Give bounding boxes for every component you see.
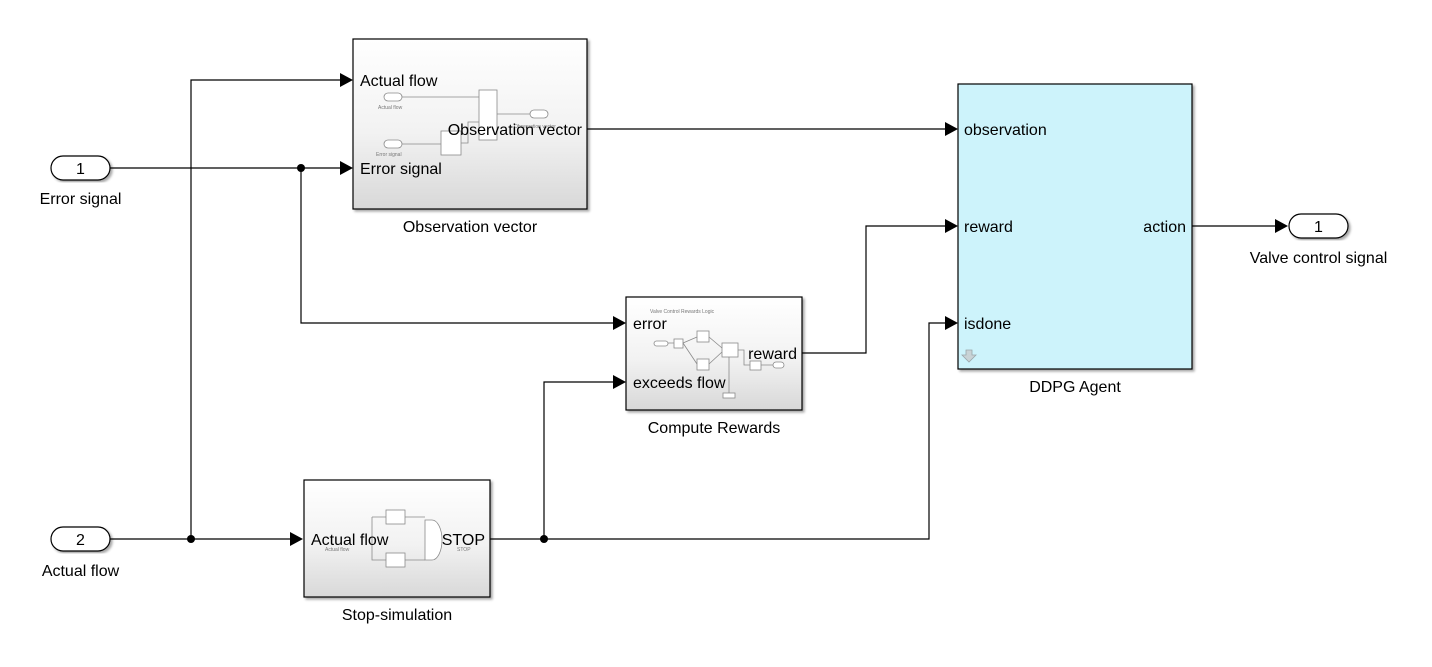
arrowhead-icon: [945, 219, 958, 233]
port-label-actual-flow: Actual flow: [311, 532, 389, 549]
block-name[interactable]: Compute Rewards: [648, 420, 781, 437]
port-label-reward: reward: [964, 219, 1013, 236]
mini-label: Valve Control Rewards Logic: [650, 309, 715, 315]
mini-inport-icon: [383, 139, 403, 149]
mini-block-icon: [722, 392, 736, 399]
block-name[interactable]: Observation vector: [403, 219, 538, 236]
arrowhead-icon: [945, 122, 958, 136]
mini-block-icon: [385, 552, 406, 568]
arrowhead-icon: [340, 73, 353, 87]
inport-shape[interactable]: [50, 155, 111, 181]
outport-label: Valve control signal: [1250, 250, 1388, 267]
arrowhead-icon: [290, 532, 303, 546]
subsystem-preview: Actual flow STOP: [325, 509, 471, 568]
arrowhead-icon: [613, 375, 626, 389]
mini-label: Observation vector: [514, 124, 556, 130]
port-label-error-signal: Error signal: [360, 161, 442, 178]
mini-wires: [668, 336, 773, 393]
branch-point: [297, 164, 305, 172]
arrowhead-icon: [1275, 219, 1288, 233]
wire-error-to-rewards[interactable]: [300, 168, 617, 324]
mini-inport-icon: [383, 92, 403, 102]
outport-number: 1: [1314, 219, 1323, 236]
port-label-stop: STOP: [442, 532, 485, 549]
mini-wires: [371, 516, 425, 561]
arrowhead-icon: [945, 316, 958, 330]
subsystem-preview: Actual flow Error signal Observation vec…: [376, 89, 556, 158]
mini-label: STOP: [457, 547, 471, 553]
down-arrow-icon: [961, 349, 977, 363]
port-label-actual-flow: Actual flow: [360, 73, 438, 90]
agent-body[interactable]: [957, 83, 1193, 370]
port-label-isdone: isdone: [964, 316, 1011, 333]
subsystem-body[interactable]: [625, 296, 803, 411]
inport-shape[interactable]: [50, 526, 111, 552]
inport-error-signal[interactable]: 1 Error signal: [40, 155, 122, 208]
arrowhead-icon: [613, 316, 626, 330]
port-label-action: action: [1143, 219, 1186, 236]
arrowhead-icon: [340, 161, 353, 175]
mini-mux-icon: [478, 89, 498, 141]
subsystem-body[interactable]: [352, 38, 588, 210]
arrowheads: [290, 73, 1288, 546]
mini-wires: [402, 96, 530, 145]
block-ddpg-agent[interactable]: observation reward isdone action DDPG Ag…: [957, 83, 1193, 396]
block-stop-simulation[interactable]: Actual flow STOP Actual flow STOP Stop-s…: [303, 479, 491, 624]
inport-number: 1: [76, 161, 85, 178]
branch-point: [540, 535, 548, 543]
mini-block-icon: [673, 338, 684, 349]
block-observation-vector[interactable]: Actual flow Error signal Observation vec…: [352, 38, 588, 236]
wire-stop-to-rewards[interactable]: [543, 381, 617, 539]
subsystem-preview: Valve Control Rewards Logic: [650, 309, 785, 399]
wire-flow-to-observation[interactable]: [190, 79, 345, 539]
branch-points: [187, 164, 548, 543]
port-label-reward: reward: [748, 346, 797, 363]
mini-block-icon: [696, 330, 710, 343]
mini-label: Error signal: [376, 152, 402, 158]
inport-actual-flow[interactable]: 2 Actual flow: [42, 526, 120, 580]
mini-block-icon: [696, 358, 710, 371]
block-name[interactable]: Stop-simulation: [342, 607, 452, 624]
signal-lines: [110, 79, 1280, 540]
mini-block-icon: [721, 342, 739, 358]
port-label-error: error: [633, 316, 667, 333]
subsystem-body[interactable]: [303, 479, 491, 598]
outport-valve-control[interactable]: 1 Valve control signal: [1250, 213, 1388, 267]
mini-stop-icon: [424, 519, 443, 561]
outport-shape[interactable]: [1288, 213, 1349, 239]
wire-stop-to-agent[interactable]: [490, 322, 950, 540]
inport-number: 2: [76, 532, 85, 549]
mini-outport-icon: [529, 109, 549, 119]
mini-block-icon: [749, 360, 762, 371]
port-label-exceeds-flow: exceeds flow: [633, 375, 726, 392]
port-label-observation: observation: [964, 122, 1047, 139]
block-name[interactable]: DDPG Agent: [1029, 379, 1121, 396]
block-compute-rewards[interactable]: Valve Control Rewards Logic error exceed…: [625, 296, 803, 437]
branch-point: [187, 535, 195, 543]
mini-label: Actual flow: [325, 547, 350, 553]
mini-block-icon: [385, 509, 406, 525]
wire-reward-to-agent[interactable]: [802, 225, 950, 354]
inport-label: Error signal: [40, 191, 122, 208]
mini-inport-icon: [653, 340, 669, 347]
inport-label: Actual flow: [42, 563, 120, 580]
port-label-observation-vector: Observation vector: [448, 122, 583, 139]
mini-label: Actual flow: [378, 105, 403, 111]
